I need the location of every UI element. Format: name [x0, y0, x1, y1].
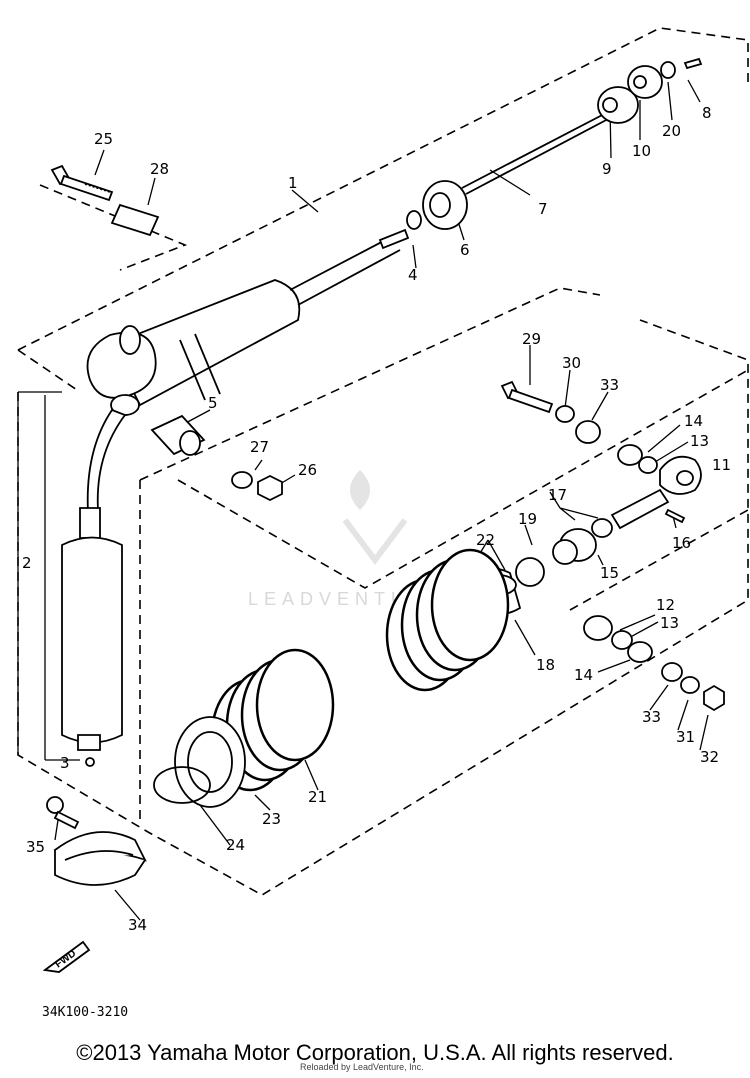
- bearing-14-drawing: [617, 444, 643, 466]
- collar-33b-drawing: [661, 662, 683, 682]
- callout-17: 17: [548, 486, 567, 504]
- callout-19: 19: [518, 510, 537, 528]
- collar-28-drawing: [110, 203, 160, 237]
- drawing-code: 34K100-3210: [42, 1005, 128, 1020]
- adjuster-15-17-drawing: [552, 518, 613, 565]
- clip-13-drawing: [638, 456, 658, 474]
- part-drawings: [42, 57, 725, 973]
- bolt-29-drawing: [500, 380, 554, 414]
- nut-19-drawing: [515, 557, 545, 587]
- callout-4: 4: [408, 266, 418, 284]
- callout-14b: 14: [574, 666, 593, 684]
- forward-arrow-icon: [42, 940, 91, 973]
- callout-13a: 13: [690, 432, 709, 450]
- shock-body-drawing: [86, 228, 410, 416]
- rod-7-drawing: [461, 111, 611, 195]
- callout-20: 20: [662, 122, 681, 140]
- spring-upper-drawing: [385, 548, 510, 692]
- reservoir-drawing: [61, 408, 127, 767]
- callouts: 25 28 1 4 6 7 8 9 10 20 5 27 26 29 30 33…: [22, 104, 731, 934]
- callout-10: 10: [632, 142, 651, 160]
- collar-33-drawing: [575, 420, 601, 444]
- callout-3: 3: [60, 754, 70, 772]
- clamp-34-drawing: [53, 831, 147, 886]
- rod-end-11-drawing: [610, 455, 702, 530]
- callout-15: 15: [600, 564, 619, 582]
- callout-16: 16: [672, 534, 691, 552]
- washer-4-drawing: [406, 210, 422, 230]
- callout-35: 35: [26, 838, 45, 856]
- callout-24: 24: [226, 836, 245, 854]
- pin-8-drawing: [683, 57, 703, 70]
- nut-26-drawing: [257, 474, 283, 502]
- callout-34: 34: [128, 916, 147, 934]
- callout-7: 7: [538, 200, 548, 218]
- bushing-12-drawing: [583, 615, 613, 641]
- nut-32-drawing: [703, 684, 725, 712]
- callout-13b: 13: [660, 614, 679, 632]
- callout-9: 9: [602, 160, 612, 178]
- callout-31: 31: [676, 728, 695, 746]
- callout-8: 8: [702, 104, 712, 122]
- washer-31-drawing: [680, 676, 700, 694]
- callout-12: 12: [656, 596, 675, 614]
- bushing-9-10-drawing: [597, 65, 663, 124]
- callout-2: 2: [22, 554, 32, 572]
- pin-16-drawing: [664, 508, 686, 524]
- washer-20-drawing: [660, 61, 676, 79]
- copyright-footer: ©2013 Yamaha Motor Corporation, U.S.A. A…: [76, 1040, 674, 1065]
- spring-seat-23-drawing: [174, 716, 246, 808]
- washer-30-drawing: [555, 405, 575, 423]
- bushing-6-drawing: [422, 180, 468, 230]
- callout-5: 5: [208, 394, 218, 412]
- callout-29: 29: [522, 330, 541, 348]
- bearing-14b-drawing: [627, 641, 653, 663]
- reloaded-notice: Reloaded by LeadVenture, Inc.: [300, 1062, 424, 1072]
- callout-14a: 14: [684, 412, 703, 430]
- clip-24-drawing: [153, 766, 211, 804]
- callout-23: 23: [262, 810, 281, 828]
- callout-21: 21: [308, 788, 327, 806]
- callout-30: 30: [562, 354, 581, 372]
- callout-1: 1: [288, 174, 298, 192]
- callout-27: 27: [250, 438, 269, 456]
- leader-lines: [17, 79, 709, 921]
- callout-22: 22: [476, 531, 495, 549]
- callout-25: 25: [94, 130, 113, 148]
- bolt-25-drawing: [50, 164, 114, 202]
- callout-28: 28: [150, 160, 169, 178]
- callout-11: 11: [712, 456, 731, 474]
- callout-33b: 33: [642, 708, 661, 726]
- clip-13b-drawing: [611, 630, 633, 650]
- callout-26: 26: [298, 461, 317, 479]
- washer-27-drawing: [231, 471, 253, 489]
- bolt-35-drawing: [46, 796, 80, 830]
- callout-18: 18: [536, 656, 555, 674]
- callout-33a: 33: [600, 376, 619, 394]
- callout-6: 6: [460, 241, 470, 259]
- callout-32: 32: [700, 748, 719, 766]
